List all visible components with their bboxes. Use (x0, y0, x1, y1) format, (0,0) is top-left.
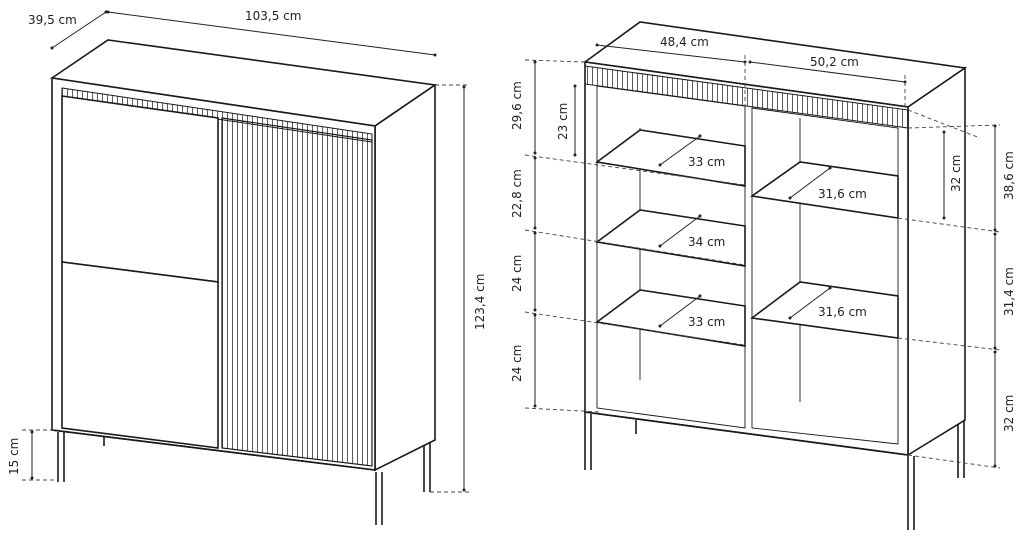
right-compartment-width: 50,2 cm (810, 55, 859, 69)
height-label: 123,4 cm (473, 274, 487, 330)
width-label: 103,5 cm (245, 9, 301, 23)
left-compartment-width: 48,4 cm (660, 35, 709, 49)
shelf-depth-label: 33 cm (688, 155, 725, 169)
shelf-depth-label: 31,6 cm (818, 187, 867, 201)
height-label: 29,6 cm (510, 81, 524, 130)
shelf-depth-label: 31,6 cm (818, 305, 867, 319)
right-dimensions: 48,4 cm 50,2 cm 29,6 cm 23 cm 22,8 cm 24… (510, 35, 1016, 469)
closed-cabinet (49, 39, 438, 525)
height-label: 24 cm (510, 345, 524, 382)
height-label: 22,8 cm (510, 169, 524, 218)
right-height-dims: 32 cm 38,6 cm 31,4 cm 32 cm (897, 109, 1016, 469)
height-label: 32 cm (1002, 395, 1016, 432)
left-height-dims: 29,6 cm 23 cm 22,8 cm 24 cm 24 cm (510, 59, 746, 413)
height-label: 24 cm (510, 255, 524, 292)
shelf-depth-label: 34 cm (688, 235, 725, 249)
open-cabinet (582, 21, 968, 530)
shelf-depth-dims: 33 cm 34 cm 33 cm 31,6 cm 31,6 cm (658, 134, 867, 329)
leg-height-label: 15 cm (7, 438, 21, 475)
left-dimensions: 39,5 cm 103,5 cm 123,4 cm 15 cm (7, 9, 487, 493)
height-label: 32 cm (949, 155, 963, 192)
height-label: 31,4 cm (1002, 267, 1016, 316)
height-label: 23 cm (556, 103, 570, 140)
shelf-depth-label: 33 cm (688, 315, 725, 329)
height-label: 38,6 cm (1002, 151, 1016, 200)
depth-label: 39,5 cm (28, 13, 77, 27)
